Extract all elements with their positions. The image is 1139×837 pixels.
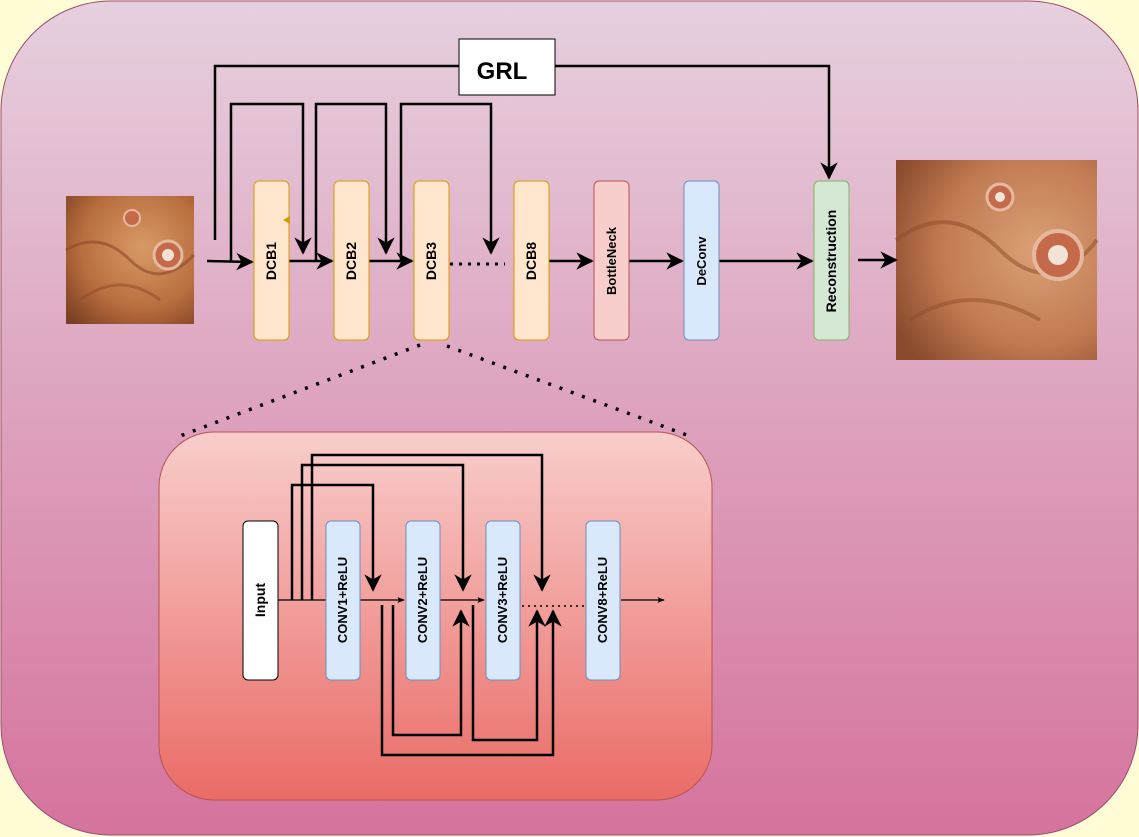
conv1-block: CONV1+ReLU bbox=[325, 520, 361, 681]
detail-dense-connections-bottom bbox=[380, 605, 562, 757]
dcb2-block: DCB2 bbox=[333, 180, 370, 341]
conv2-block: CONV2+ReLU bbox=[405, 520, 441, 681]
detail-dense-connections-top bbox=[290, 453, 551, 600]
input-block: Input bbox=[242, 520, 279, 681]
bottleneck-block: BottleNeck bbox=[593, 180, 630, 341]
reconstruction-label: Reconstruction bbox=[823, 210, 839, 313]
dcb1-block: DCB1 bbox=[253, 180, 290, 341]
grl-box bbox=[458, 38, 556, 96]
grl-label: GRL bbox=[477, 58, 528, 85]
input-label: Input bbox=[252, 583, 268, 618]
conv8-label: CONV8+ReLU bbox=[595, 557, 610, 643]
zoom-lines bbox=[179, 343, 693, 439]
conv1-label: CONV1+ReLU bbox=[335, 557, 350, 643]
input-image bbox=[65, 196, 196, 324]
dcb1-marker-icon bbox=[283, 216, 290, 224]
main-flow-arrows bbox=[206, 251, 898, 271]
grl-skip-connection bbox=[213, 64, 829, 240]
conv3-label: CONV3+ReLU bbox=[495, 557, 510, 643]
dcb3-block: DCB3 bbox=[413, 180, 450, 341]
dcb3-label: DCB3 bbox=[423, 242, 439, 280]
conv3-block: CONV3+ReLU bbox=[485, 520, 521, 681]
dcb8-block: DCB8 bbox=[513, 180, 550, 341]
dcb8-label: DCB8 bbox=[523, 242, 539, 280]
output-image bbox=[894, 160, 1099, 360]
dcb2-label: DCB2 bbox=[343, 242, 359, 280]
bottleneck-label: BottleNeck bbox=[604, 226, 619, 295]
conv2-label: CONV2+ReLU bbox=[415, 557, 430, 643]
reconstruction-block: Reconstruction bbox=[813, 180, 850, 341]
dense-skip-connections bbox=[229, 102, 500, 262]
deconv-block: DeConv bbox=[683, 180, 720, 341]
deconv-label: DeConv bbox=[694, 236, 709, 286]
dcb1-label: DCB1 bbox=[263, 242, 279, 280]
conv8-block: CONV8+ReLU bbox=[585, 520, 621, 681]
